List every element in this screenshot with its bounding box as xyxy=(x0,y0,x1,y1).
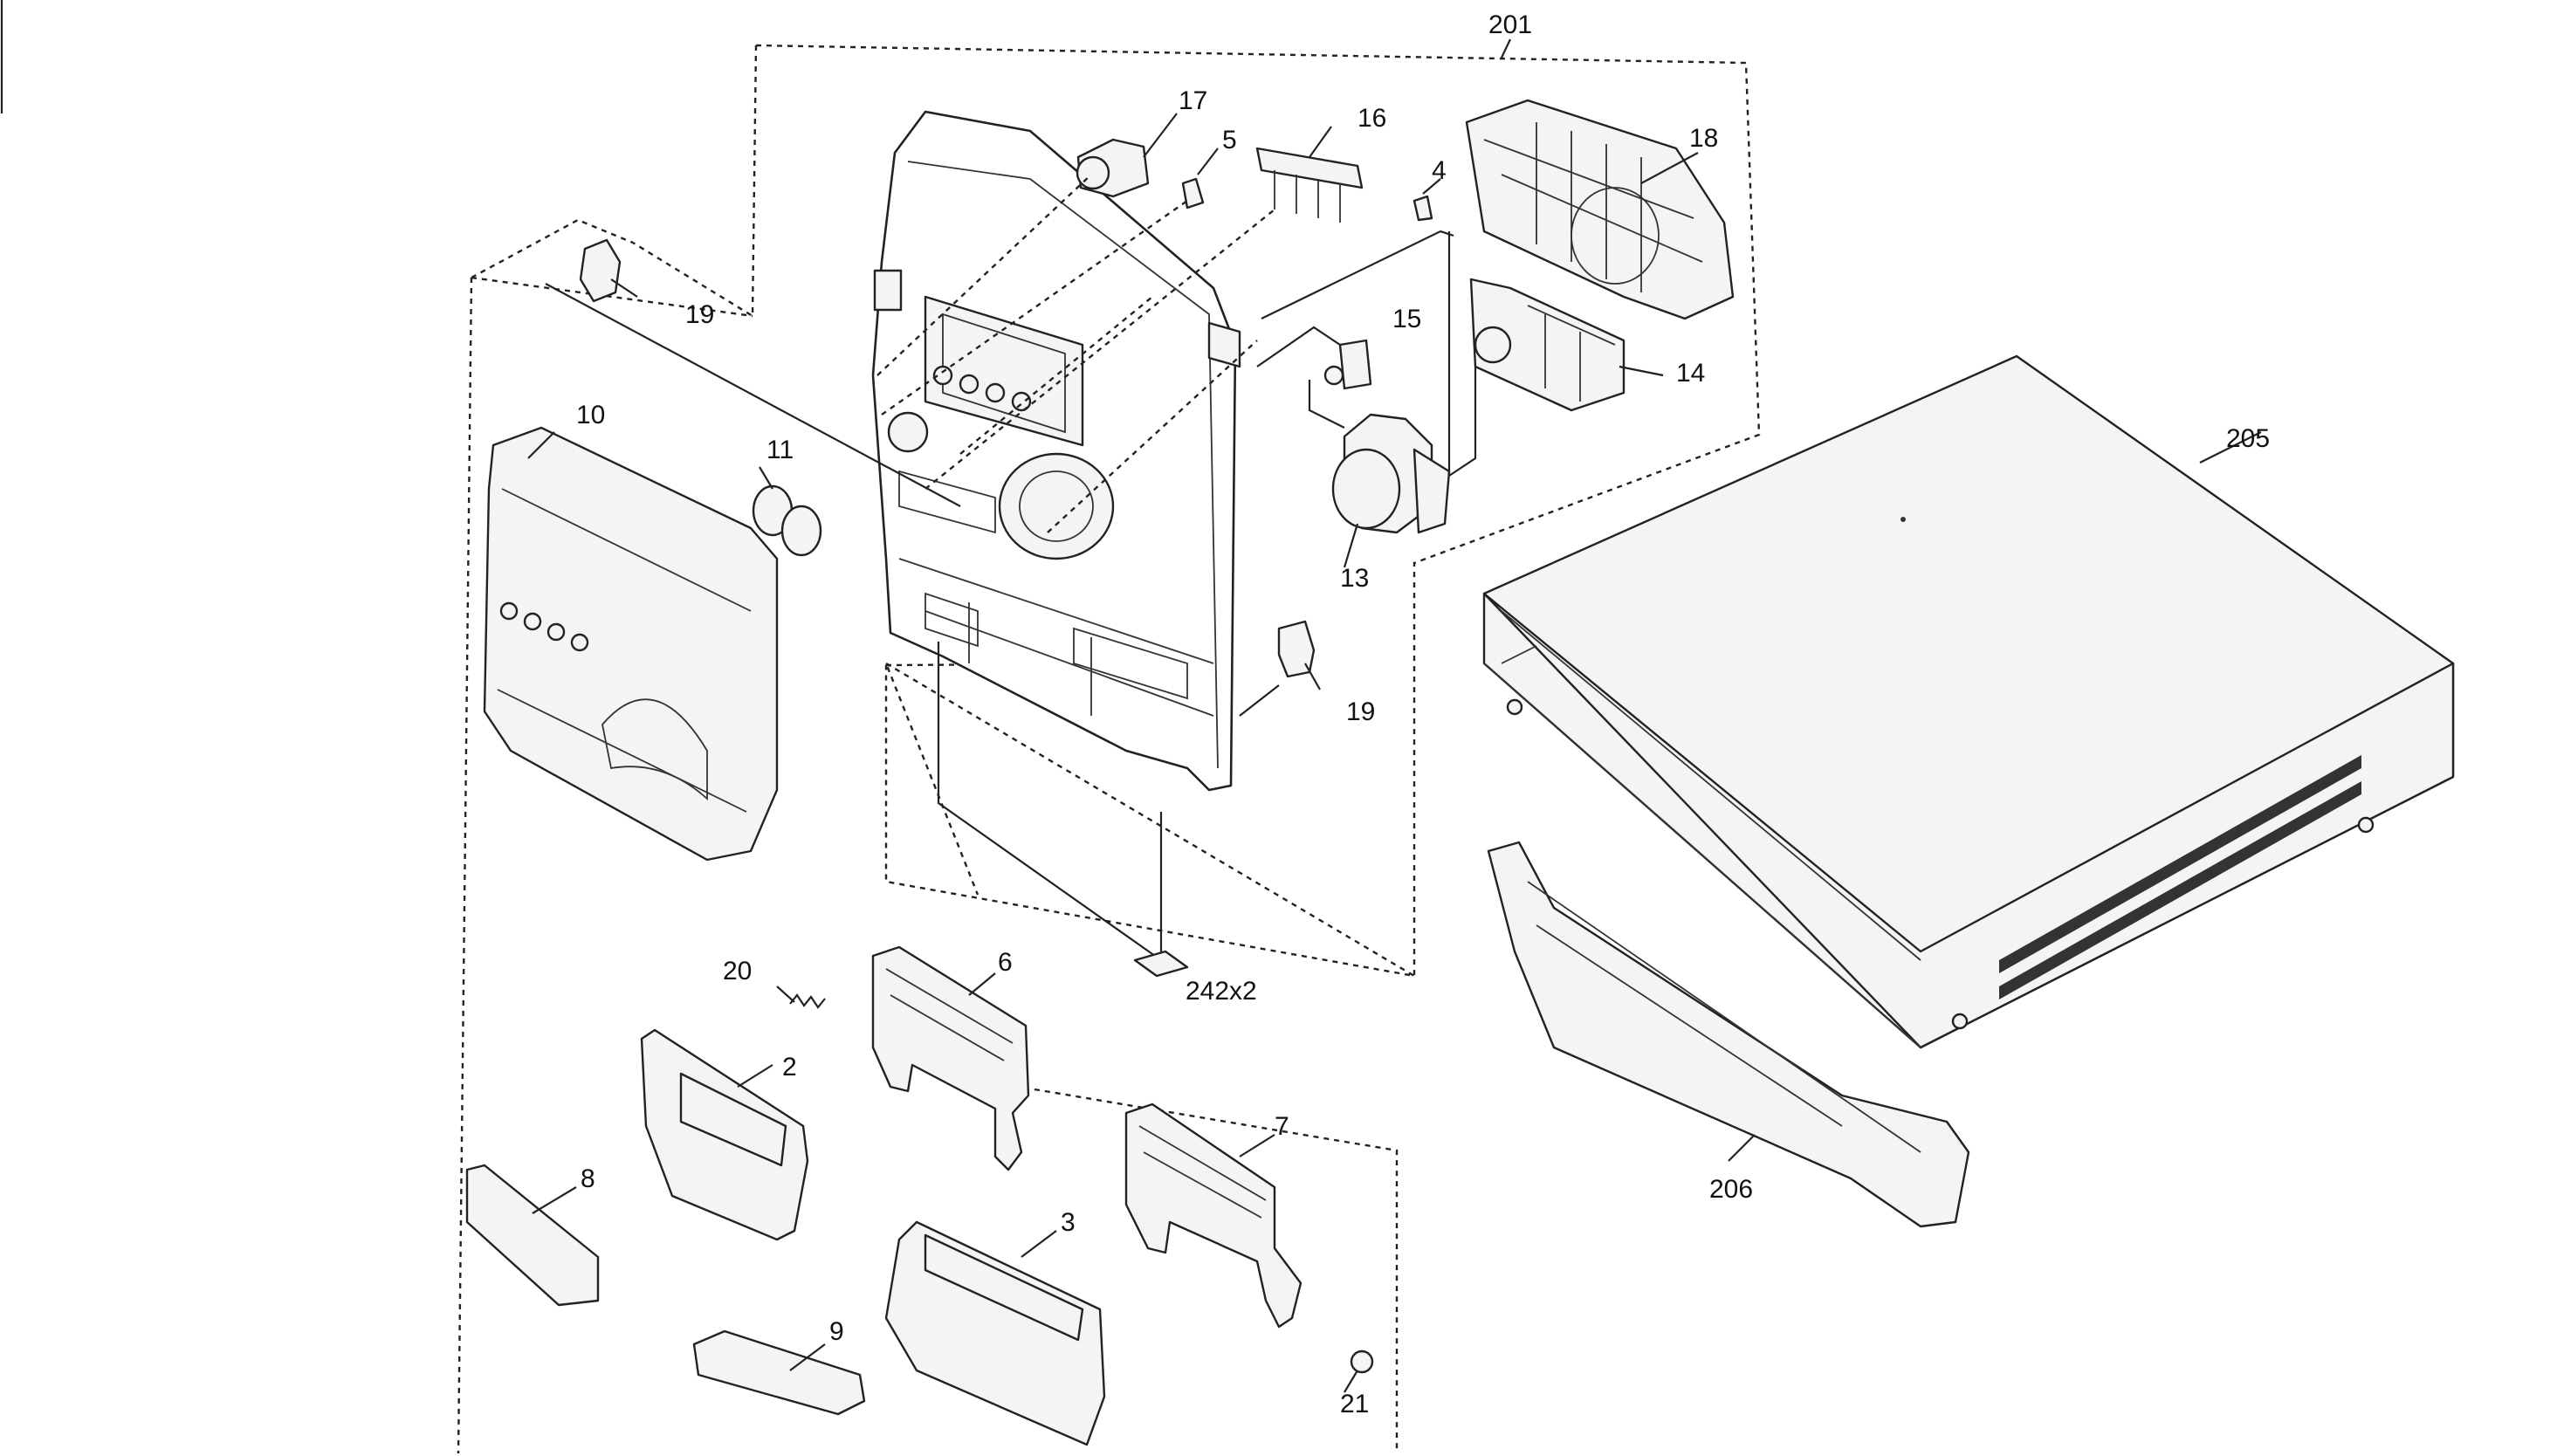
assy-201-boundary-lower xyxy=(885,662,1415,978)
callout-201: 201 xyxy=(1488,10,1532,39)
part-11-ring xyxy=(752,466,822,557)
callout-16: 16 xyxy=(1357,104,1386,133)
front-group-boundary-right xyxy=(1034,1088,1399,1453)
part-10-front-cover xyxy=(483,426,779,862)
part-9-button xyxy=(692,1329,866,1416)
part-6-cassette-mech xyxy=(871,945,1030,1171)
part-21-screw xyxy=(1344,1350,1374,1393)
callout-13: 13 xyxy=(1340,564,1369,593)
part-19-top-holder xyxy=(579,238,638,303)
callout-15: 15 xyxy=(1392,305,1421,333)
vent-slots xyxy=(1999,755,2361,999)
part-8-button xyxy=(465,1164,600,1307)
part-2-door xyxy=(640,1028,809,1241)
assy-201-boundary-left xyxy=(632,45,758,319)
part-18-board xyxy=(1465,99,1735,320)
alignment-lines xyxy=(876,174,1275,533)
part-19-mid-holder xyxy=(1277,620,1321,690)
assy-201-boundary xyxy=(755,44,1761,978)
part-3-door xyxy=(884,1220,1106,1446)
front-chassis xyxy=(871,110,1241,792)
callout-7: 7 xyxy=(1275,1112,1289,1141)
callout-5: 5 xyxy=(1222,126,1237,155)
callout-20: 20 xyxy=(723,957,752,986)
part-5-screw xyxy=(1181,148,1219,209)
front-group-boundary xyxy=(457,218,753,1454)
wire-15 xyxy=(1256,326,1341,367)
part-16-connector xyxy=(1255,126,1364,223)
wire-19-mid xyxy=(1239,684,1280,717)
part-15-switch xyxy=(1323,339,1372,390)
wire-15-13 xyxy=(1308,380,1345,429)
callout-4: 4 xyxy=(1432,156,1447,185)
callout-201-leader xyxy=(1501,38,1511,58)
part-7-cassette-mech xyxy=(1124,1102,1302,1329)
part-4-clip xyxy=(1412,178,1441,222)
wire-242-left xyxy=(937,642,1162,961)
callout-21: 21 xyxy=(1340,1390,1369,1418)
wire-14 xyxy=(1448,367,1477,477)
callout-9: 9 xyxy=(829,1317,844,1346)
part-17-switch xyxy=(1076,113,1178,198)
callout-6: 6 xyxy=(998,948,1013,977)
callout-19-top: 19 xyxy=(685,300,714,329)
wire-4 xyxy=(1261,230,1454,319)
part-13-volume-knob xyxy=(1331,413,1451,568)
callout-2: 2 xyxy=(782,1053,797,1082)
callout-8: 8 xyxy=(581,1164,595,1193)
callout-14: 14 xyxy=(1676,359,1705,388)
callout-17: 17 xyxy=(1179,86,1207,115)
callout-18: 18 xyxy=(1689,124,1718,153)
callout-19-mid: 19 xyxy=(1346,697,1375,726)
callout-205: 205 xyxy=(2226,424,2270,453)
part-20-spring xyxy=(776,986,826,1009)
callout-206: 206 xyxy=(1709,1175,1753,1204)
callout-11: 11 xyxy=(766,436,794,464)
part-205-top-cover xyxy=(1482,354,2455,1049)
callout-3: 3 xyxy=(1061,1208,1076,1237)
part-206-trim xyxy=(1487,841,1970,1228)
callout-242: 242x2 xyxy=(1186,977,1257,1006)
callout-10: 10 xyxy=(576,401,605,429)
part-242-screw xyxy=(1133,950,1189,978)
wire-19-front xyxy=(545,283,961,507)
